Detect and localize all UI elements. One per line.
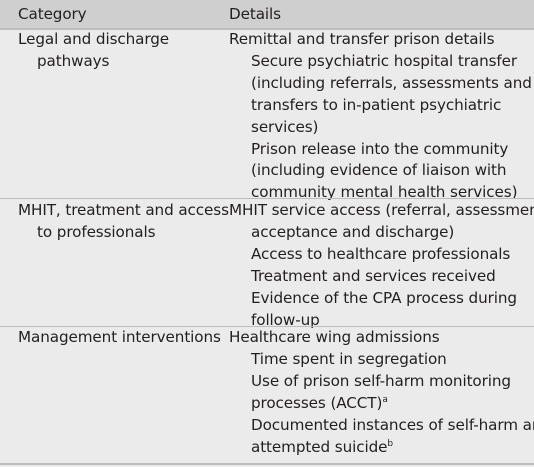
row-3-item-3: Documented instances of self-harm and [251,415,534,434]
row-1-item-1: Secure psychiatric hospital transfer [251,51,518,70]
row-1-category: Legal and discharge pathways [18,30,170,70]
footnote-mark-a: a [382,394,388,405]
table-header: Category Details [0,0,534,28]
row-2-item-3: Evidence of the CPA process during [251,288,517,307]
row-3-item-2: Use of prison self-harm monitoring [251,371,511,390]
row-2-category: MHIT, treatment and access to profession… [18,201,229,241]
row-2-item-1: Access to healthcare professionals [251,244,511,263]
row-2-item-2: Treatment and services received [251,266,496,285]
row-3-heading: Healthcare wing admissions [229,328,440,346]
row-2-heading: MHIT service access (referral, assessmen… [229,201,534,219]
row-1-item-2: Prison release into the community [251,139,509,158]
header-details: Details [229,5,281,23]
row-3-item-1: Time spent in segregation [251,349,447,368]
row-1-details: Remittal and transfer prison details Sec… [229,30,532,202]
row-3-category: Management interventions [18,328,221,346]
row-divider [0,198,534,199]
row-divider [0,326,534,327]
row-3-details: Healthcare wing admissions Time spent in… [229,327,534,458]
footnote-mark-b: b [387,438,393,449]
row-2-details: MHIT service access (referral, assessmen… [229,200,534,331]
row-1-heading: Remittal and transfer prison details [229,30,495,48]
header-rule [0,28,534,30]
table-bottom-rule [0,463,534,465]
header-category: Category [18,5,87,23]
